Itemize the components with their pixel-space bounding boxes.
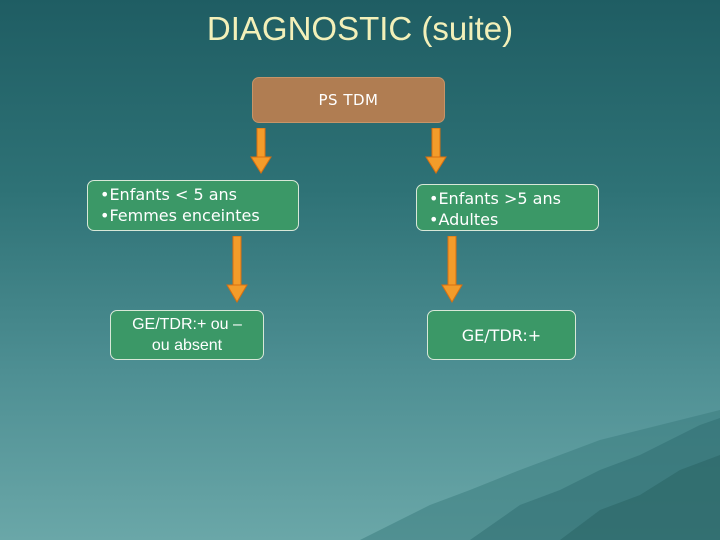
arrow-down-left-bottom	[226, 236, 248, 303]
result-line: GE/TDR:+ ou –	[132, 316, 242, 333]
result-line: ou absent	[151, 337, 223, 354]
arrow-down-right-bottom	[441, 236, 463, 303]
arrow-down-left-top	[250, 128, 272, 174]
list-item: •Enfants < 5 ans	[100, 185, 237, 204]
node-result-right: GE/TDR:+	[427, 310, 576, 360]
root-node-label: PS TDM	[318, 91, 379, 109]
page-title: DIAGNOSTIC (suite)	[206, 10, 514, 47]
node-result-left: GE/TDR:+ ou – ou absent	[110, 310, 264, 360]
result-line: GE/TDR:+	[461, 325, 542, 345]
node-enfants-plus-5-ans: •Enfants >5 ans •Adultes	[416, 184, 599, 231]
node-enfants-moins-5-ans: •Enfants < 5 ans •Femmes enceintes	[87, 180, 299, 231]
list-item: •Enfants >5 ans	[429, 189, 561, 208]
arrow-down-right-top	[425, 128, 447, 174]
list-item: •Femmes enceintes	[100, 206, 260, 225]
root-node-ps-tdm: PS TDM	[252, 77, 445, 123]
list-item: •Adultes	[429, 210, 499, 229]
